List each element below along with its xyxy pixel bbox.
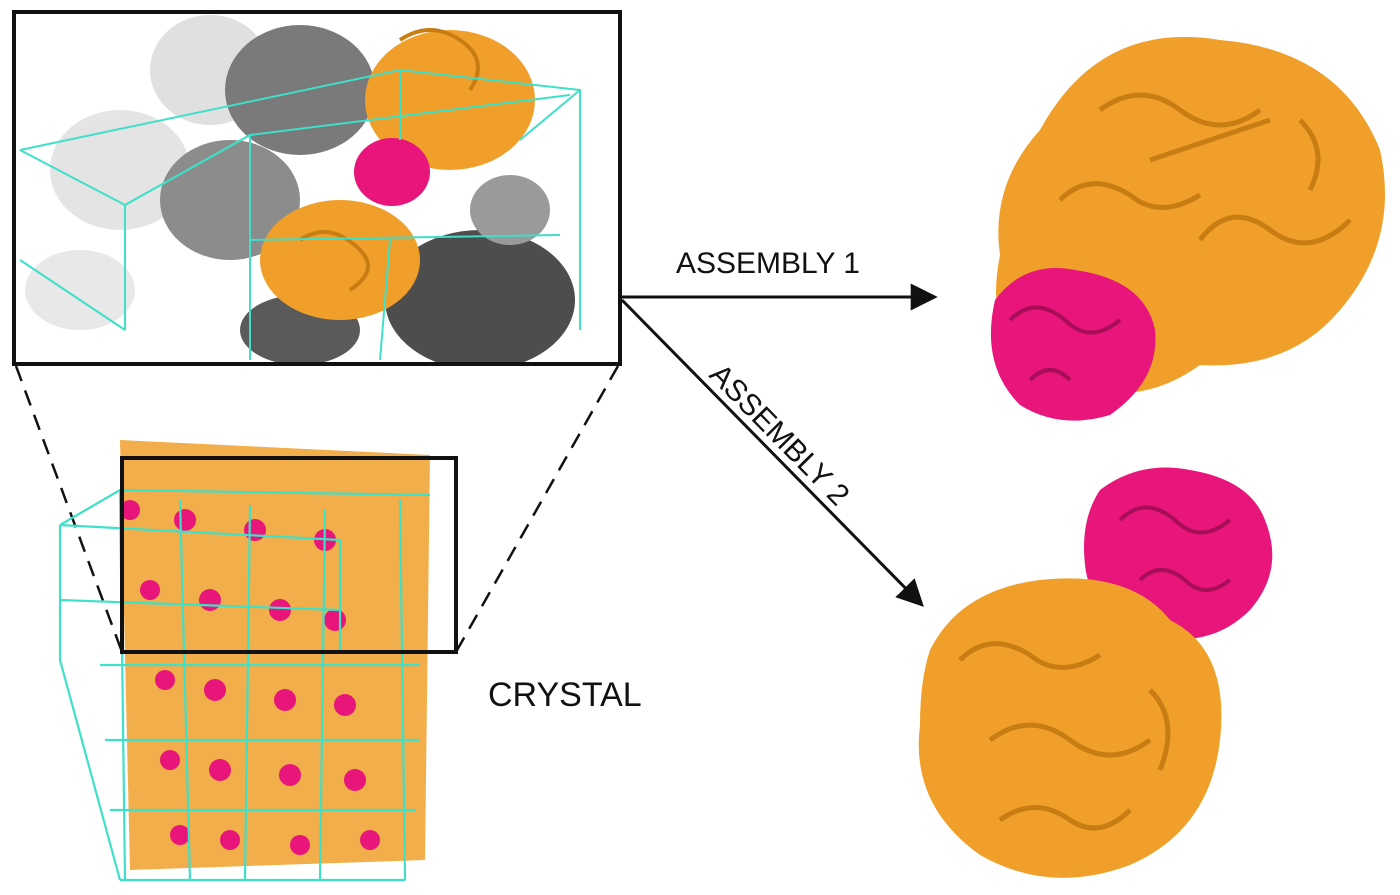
crystal-selection-box: [120, 456, 458, 654]
assembly-arrows: [620, 283, 938, 607]
inset-frame: [12, 10, 622, 366]
assembly-1-label: ASSEMBLY 1: [676, 247, 860, 280]
crystal-protein-fill: [120, 440, 430, 870]
inset-lattice: [19, 68, 581, 361]
crystal-label: CRYSTAL: [488, 676, 642, 714]
arrow-assembly-2: [620, 298, 924, 607]
magenta-domain: [354, 138, 430, 206]
crystal-lattice: [58, 440, 458, 882]
orange-proteins: [260, 28, 535, 320]
crystal-grid: [58, 488, 431, 882]
assembly-2-label: ASSEMBLY 2: [703, 358, 855, 512]
inset-content: [19, 15, 581, 364]
zoom-connector-lines: [14, 365, 620, 653]
protein-assembly-1: [990, 36, 1385, 421]
zoom-inset: [12, 10, 622, 366]
protein-assembly-2: [918, 467, 1273, 878]
